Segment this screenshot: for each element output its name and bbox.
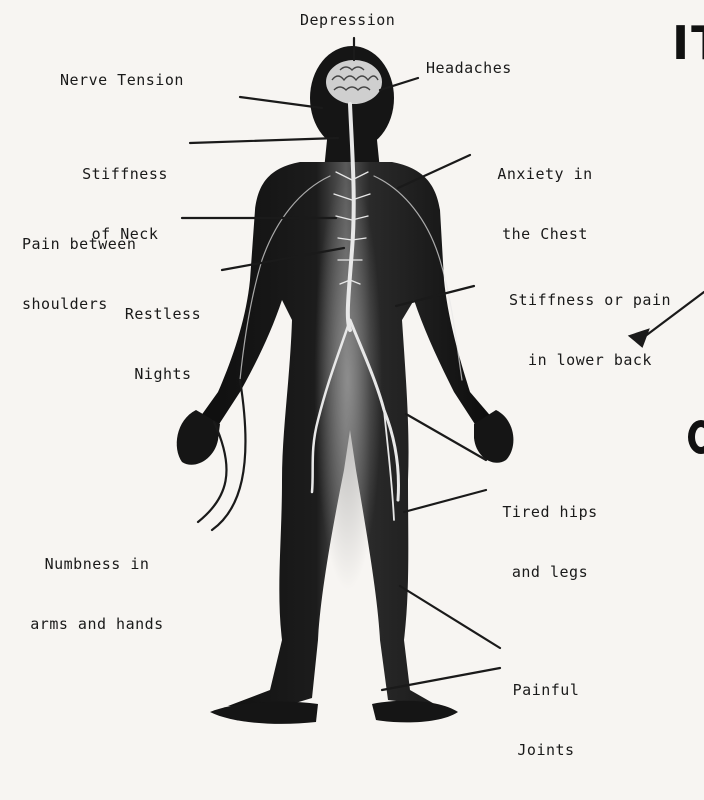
label-joints-line1: Painful [496,680,596,700]
label-numbness-line1: Numbness in [2,554,192,574]
label-headaches: Headaches [426,58,512,78]
label-depression: Depression [300,10,395,30]
brain-icon [326,60,382,104]
label-painful-joints: Painful Joints [496,640,596,800]
label-restless-line2: Nights [108,364,218,384]
label-numbness-line2: arms and hands [2,614,192,634]
page-heading: IT [672,18,704,68]
label-lower-back-line1: Stiffness or pain [480,290,700,310]
label-restless-line1: Restless [108,304,218,324]
label-tired-line1: Tired hips [480,502,620,522]
label-tired-line2: and legs [480,562,620,582]
label-joints-line2: Joints [496,740,596,760]
label-pain-shoulders-line1: Pain between [22,234,136,254]
label-lower-back-line2: in lower back [480,350,700,370]
label-anxiety-line2: the Chest [470,224,620,244]
human-silhouette [177,46,514,724]
label-nerve-tension: Nerve Tension [60,70,184,90]
label-anxiety-line1: Anxiety in [470,164,620,184]
label-lower-back: Stiffness or pain in lower back [480,250,700,410]
nervous-system-diagram: IT Depression Headaches Nerve Tension St… [0,0,704,733]
label-numbness: Numbness in arms and hands [2,514,192,674]
label-tired-hips: Tired hips and legs [480,462,620,622]
label-restless-nights: Restless Nights [108,264,218,424]
label-stiffness-neck-line1: Stiffness [60,164,190,184]
